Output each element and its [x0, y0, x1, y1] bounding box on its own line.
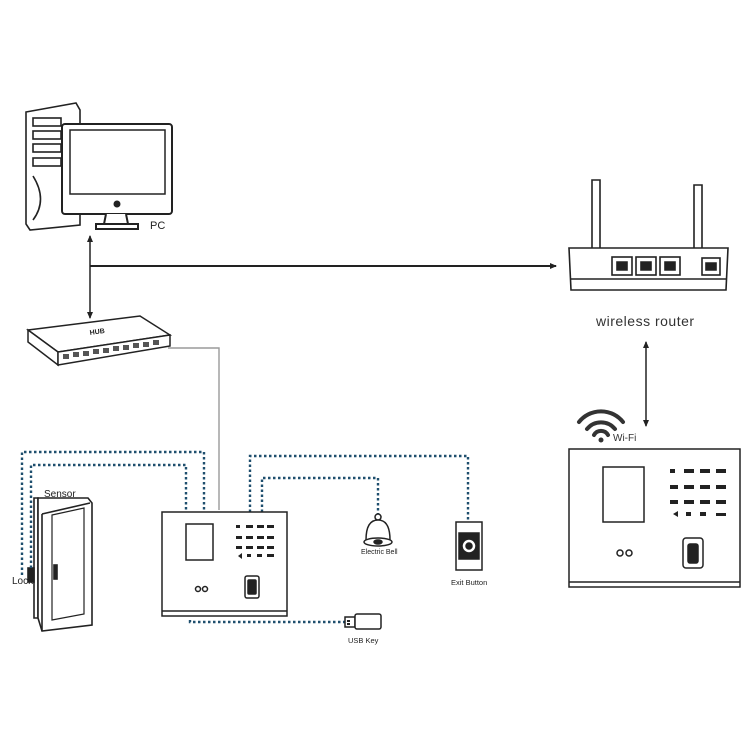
lock-label: Lock: [12, 576, 34, 587]
exit-button-label: Exit Button: [451, 578, 488, 587]
pc-label: PC: [150, 220, 166, 232]
sensor-label: Sensor: [44, 489, 76, 500]
wifi-icon: [577, 409, 625, 443]
wireless-router-label: wireless router: [596, 313, 695, 329]
wireless-router-icon: [568, 179, 729, 291]
hub-icon: HUB: [26, 315, 173, 367]
electric-bell-icon: [363, 513, 393, 547]
usb-key-label: USB Key: [348, 636, 379, 645]
wifi-label: Wi-Fi: [613, 433, 637, 444]
terminal-icon: [161, 511, 288, 617]
monitor-icon: [61, 123, 173, 230]
dotted-links: [20, 450, 470, 624]
exit-button-icon: Exit: [455, 521, 483, 571]
usb-key-icon: [344, 613, 382, 630]
door-icon: [27, 497, 93, 632]
hub-terminal-cable: [168, 347, 220, 510]
electric-bell-label: Electric Bell: [361, 549, 398, 556]
wifi-terminal-icon: [568, 448, 741, 588]
hub-label: HUB: [89, 328, 105, 337]
exit-button-text: Exit: [465, 562, 474, 568]
